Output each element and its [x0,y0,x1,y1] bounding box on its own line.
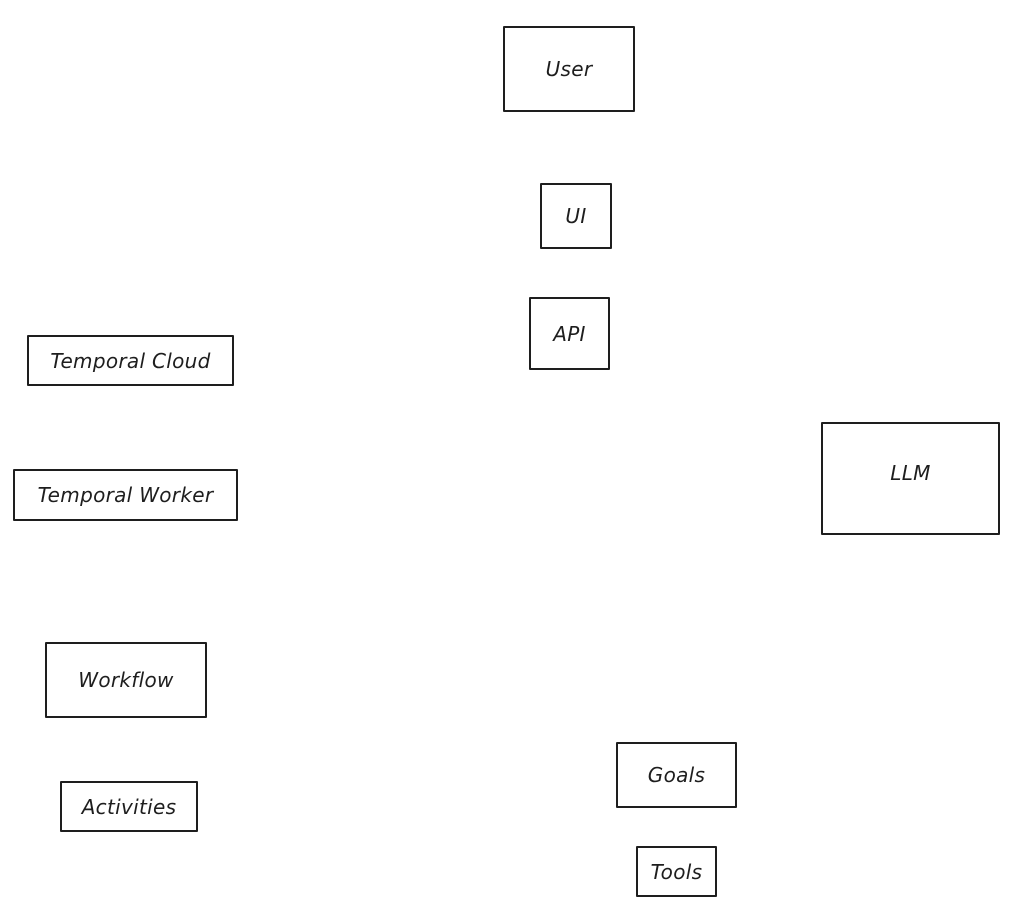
node-label: User [545,57,593,81]
node-label: Goals [647,763,706,787]
node-label: Workflow [78,668,174,692]
node-label: UI [565,204,587,228]
node-goals: Goals [616,742,737,808]
node-ui: UI [540,183,612,249]
node-activities: Activities [60,781,198,832]
node-label: Activities [81,794,177,819]
node-tools: Tools [636,846,717,897]
node-label: Tools [650,859,703,884]
node-api: API [529,297,610,370]
node-label: API [553,321,586,346]
node-user: User [503,26,635,112]
node-temporal-cloud: Temporal Cloud [27,335,234,386]
node-llm: LLM [821,422,1000,535]
node-label: Temporal Cloud [50,348,211,373]
node-temporal-worker: Temporal Worker [13,469,238,521]
node-label: Temporal Worker [37,483,214,507]
node-workflow: Workflow [45,642,207,718]
node-label: LLM [890,460,931,485]
